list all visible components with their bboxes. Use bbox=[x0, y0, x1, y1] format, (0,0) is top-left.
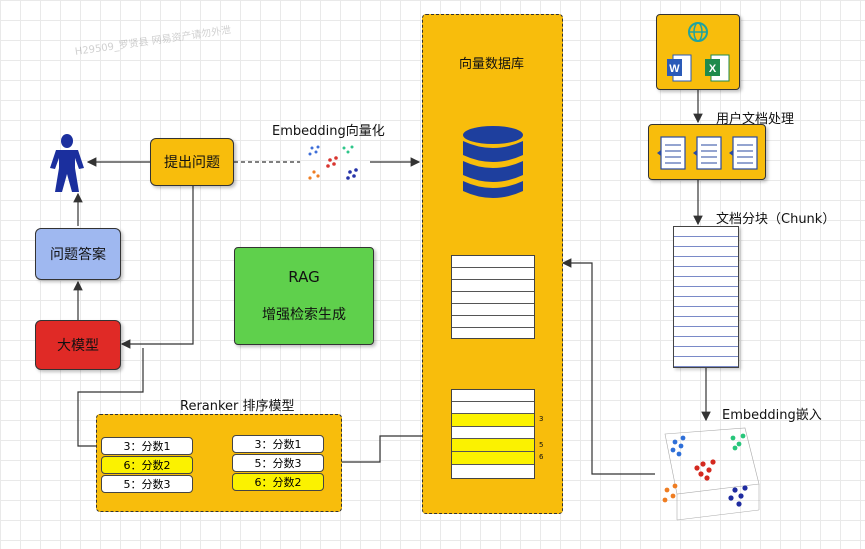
embedding-scatter-icon bbox=[662, 427, 760, 521]
embedding-cloud-icon bbox=[308, 145, 358, 180]
globe-icon bbox=[688, 22, 708, 42]
database-icon bbox=[463, 126, 523, 198]
person-icon bbox=[50, 134, 84, 192]
vector-marker-3: 3 bbox=[539, 415, 544, 423]
svg-text:W: W bbox=[669, 63, 680, 75]
document-pages-icon bbox=[657, 136, 758, 170]
vector-marker-5: 5 bbox=[539, 441, 544, 449]
rerank-before-item-2: 5：分数3 bbox=[232, 454, 324, 472]
doc-processing-panel bbox=[648, 124, 766, 180]
ask-question-node: 提出问题 bbox=[150, 138, 234, 186]
vector-row-hit-2 bbox=[452, 439, 534, 452]
answer-node: 问题答案 bbox=[35, 228, 121, 280]
rerank-after-item-3: 5：分数3 bbox=[101, 475, 193, 493]
vector-db-panel: 向量数据库 3 5 6 bbox=[422, 14, 563, 514]
vector-marker-6: 6 bbox=[539, 453, 544, 461]
excel-file-icon: X bbox=[705, 54, 730, 82]
vector-db-title: 向量数据库 bbox=[459, 57, 525, 72]
vector-row-hit-1 bbox=[452, 414, 534, 427]
llm-node: 大模型 bbox=[35, 320, 121, 370]
user-doc-processing-label: 用户文档处理 bbox=[716, 112, 795, 127]
doc-icons-panel: W X bbox=[656, 14, 740, 90]
rag-subtitle: 增强检索生成 bbox=[262, 307, 346, 323]
vector-stack-top bbox=[451, 255, 535, 339]
rag-title: RAG bbox=[288, 268, 320, 286]
doc-chunk-label: 文档分块（Chunk） bbox=[716, 212, 836, 227]
word-file-icon: W bbox=[667, 54, 692, 82]
rerank-after-item-1: 3：分数1 bbox=[101, 437, 193, 455]
rerank-before-item-1: 3：分数1 bbox=[232, 435, 324, 453]
vector-row-hit-3 bbox=[452, 452, 534, 465]
chunk-stack bbox=[673, 226, 739, 368]
svg-text:X: X bbox=[709, 63, 717, 75]
vector-stack-bottom bbox=[451, 389, 535, 479]
reranker-label: Reranker 排序模型 bbox=[180, 399, 295, 414]
rerank-after-item-2: 6：分数2 bbox=[101, 456, 193, 474]
embedding-insert-label: Embedding嵌入 bbox=[722, 408, 822, 423]
embedding-vectorize-label: Embedding向量化 bbox=[272, 124, 385, 139]
rag-box: RAG 增强检索生成 bbox=[234, 247, 374, 345]
rerank-before-item-3: 6：分数2 bbox=[232, 473, 324, 491]
